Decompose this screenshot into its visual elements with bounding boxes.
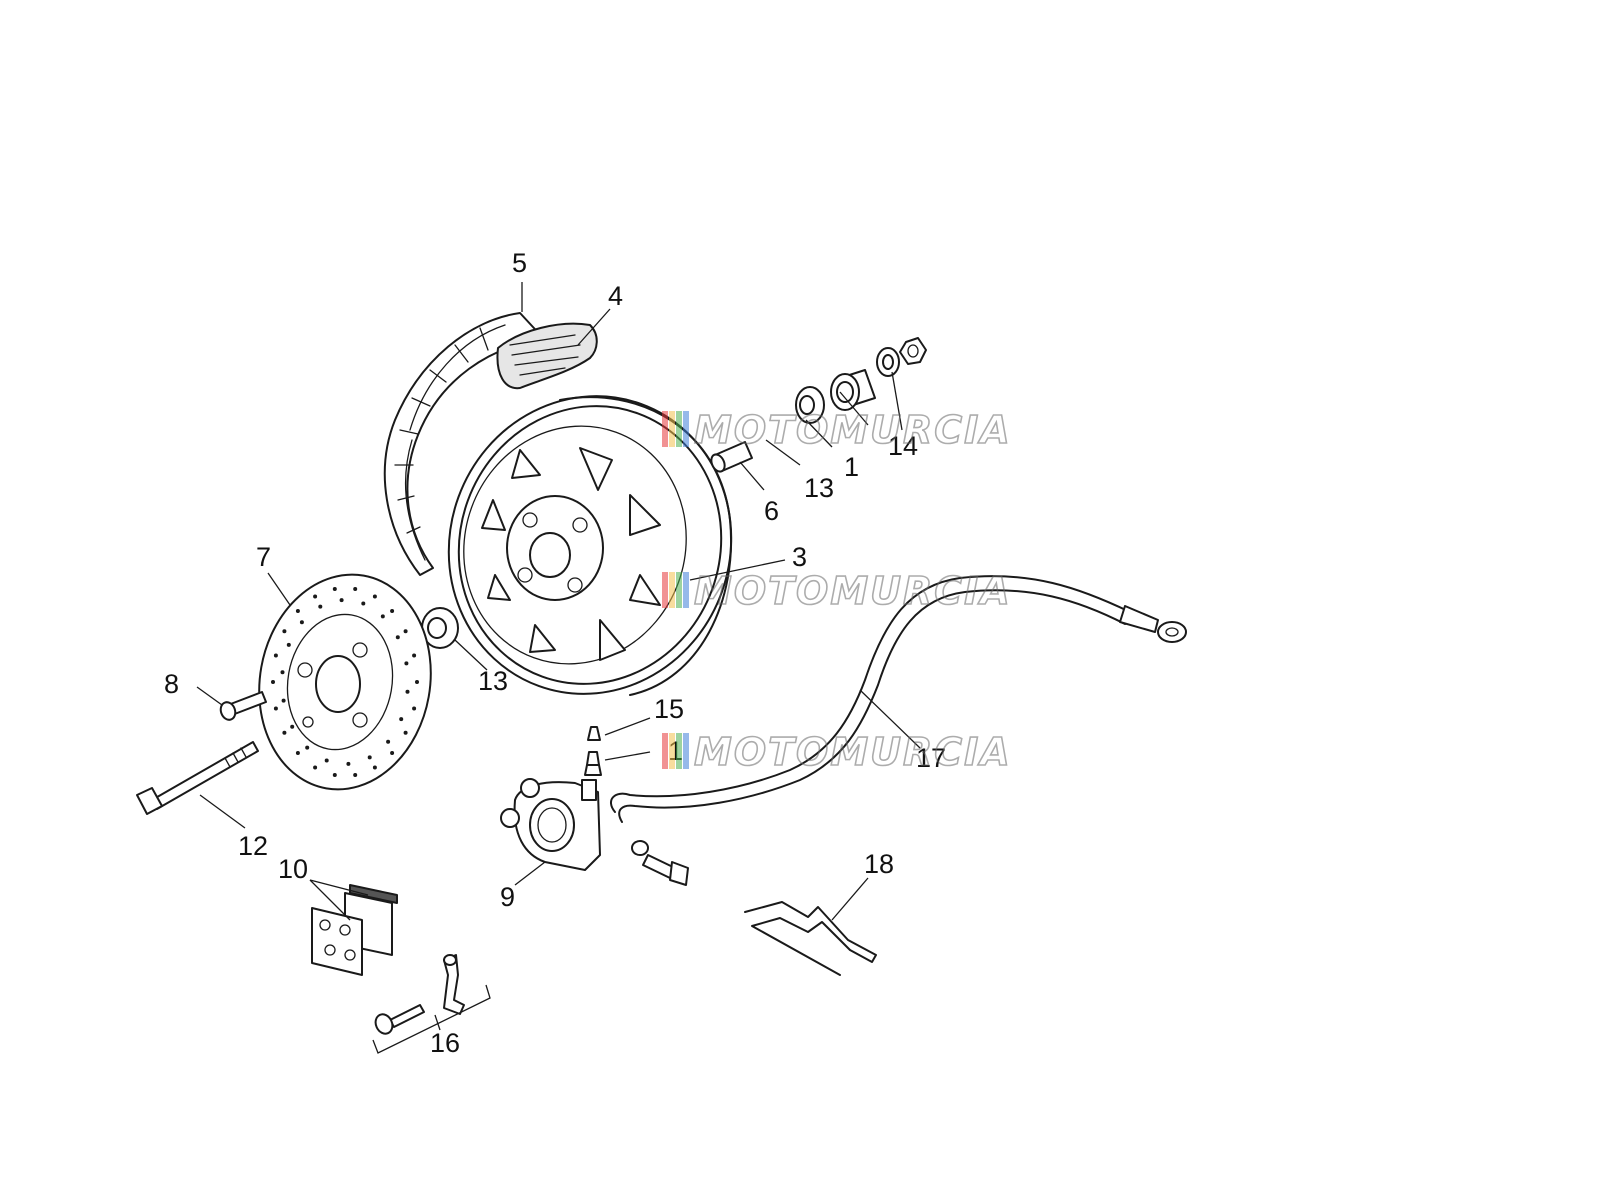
disc-hole	[332, 773, 337, 777]
pad-pin-part	[374, 1004, 425, 1035]
wheel-rim-part	[447, 395, 733, 696]
disc-hole	[299, 620, 304, 625]
disc-hole	[405, 689, 410, 694]
watermark-stripe	[683, 411, 689, 447]
watermark-stripe	[669, 572, 675, 608]
disc-hole	[386, 739, 391, 744]
disc-hole	[313, 765, 318, 770]
callout-10: 10	[278, 854, 308, 884]
disc-hole	[399, 717, 404, 722]
disc-hole	[286, 642, 291, 647]
callout-1: 1	[844, 452, 859, 482]
spring-clip-part	[744, 901, 877, 976]
disc-hole	[380, 614, 385, 619]
callout-5: 5	[512, 248, 527, 278]
disc-hole	[324, 758, 329, 763]
leader-lines	[196, 282, 921, 1031]
disc-hole	[367, 755, 372, 760]
watermark-stripe	[669, 411, 675, 447]
disc-hole	[295, 609, 300, 613]
callout-13: 13	[804, 473, 834, 503]
disc-hole	[395, 635, 400, 640]
callout-16: 16	[430, 1028, 460, 1058]
brake-disc-part	[258, 573, 432, 791]
disc-screw-part	[219, 691, 267, 721]
callout-9: 9	[500, 882, 515, 912]
watermark-stripe	[676, 411, 682, 447]
disc-hole	[295, 751, 300, 755]
disc-hole	[273, 653, 278, 658]
disc-hole	[412, 706, 417, 711]
axle-spacer-part	[710, 441, 753, 473]
callout-15: 15	[654, 694, 684, 724]
watermark-stripe	[676, 572, 682, 608]
bracket-line	[372, 984, 491, 1054]
disc-hole	[273, 706, 278, 711]
watermark-bottom: MOTOMURCIA	[662, 729, 1012, 775]
watermark-text: MOTOMURCIA	[694, 408, 1012, 452]
callout-18: 18	[864, 849, 894, 879]
watermark-text: MOTOMURCIA	[694, 730, 1012, 774]
watermark-stripe	[669, 733, 675, 769]
nut-part	[899, 337, 927, 365]
brake-hose-part	[610, 575, 1187, 823]
disc-hole	[415, 680, 419, 684]
bushing-part	[830, 369, 876, 411]
disc-hole	[404, 661, 409, 666]
callout-17: 17	[916, 743, 946, 773]
mudguard-part	[383, 312, 546, 576]
washer-part	[876, 347, 900, 377]
callout-8: 8	[164, 669, 179, 699]
watermark-stripe	[676, 733, 682, 769]
bearing-upper-part	[795, 386, 825, 424]
disc-hole	[305, 745, 310, 750]
axle-bolt-part	[136, 741, 259, 815]
disc-hole	[339, 598, 344, 603]
disc-hole	[290, 724, 295, 729]
disc-hole	[282, 629, 287, 634]
disc-hole	[353, 773, 358, 777]
watermark-stripe	[662, 572, 668, 608]
watermark-stripe	[662, 411, 668, 447]
disc-hole	[372, 765, 377, 770]
bleed-screw-part	[584, 751, 602, 776]
disc-hole	[281, 698, 286, 703]
disc-hole	[361, 601, 366, 606]
watermark-stripe	[662, 733, 668, 769]
reflector-part	[496, 322, 598, 390]
callout-14: 14	[888, 431, 918, 461]
callout-6: 6	[764, 496, 779, 526]
callout-3: 3	[792, 542, 807, 572]
bleed-cap-part	[587, 726, 601, 741]
disc-hole	[390, 751, 395, 755]
disc-hole	[282, 730, 287, 735]
watermark-middle: MOTOMURCIA	[662, 568, 1012, 614]
banjo-bolt-part	[631, 840, 689, 886]
disc-hole	[403, 629, 408, 634]
watermark-text: MOTOMURCIA	[694, 569, 1012, 613]
disc-hole	[346, 761, 351, 766]
disc-hole	[353, 587, 358, 591]
watermark-stripe	[683, 733, 689, 769]
disc-hole	[332, 587, 337, 591]
brake-pads-part	[311, 884, 398, 976]
disc-hole	[271, 680, 275, 684]
disc-hole	[280, 670, 285, 675]
callout-labels: 5 4 14 1 13 6 3 7 8 13 15 1 17 12 10 9 1…	[164, 248, 946, 1058]
callout-4: 4	[608, 281, 623, 311]
disc-hole	[403, 730, 408, 735]
callout-12: 12	[238, 831, 268, 861]
disc-hole	[318, 604, 323, 609]
disc-hole	[313, 594, 318, 599]
brake-caliper-part	[500, 778, 601, 871]
callout-13: 13	[478, 666, 508, 696]
pad-spring-part	[443, 954, 465, 1015]
disc-hole	[412, 653, 417, 658]
callout-7: 7	[256, 542, 271, 572]
disc-hole	[372, 594, 377, 599]
watermark-top: MOTOMURCIA	[662, 407, 1012, 453]
disc-hole	[390, 609, 395, 613]
watermark-stripe	[683, 572, 689, 608]
